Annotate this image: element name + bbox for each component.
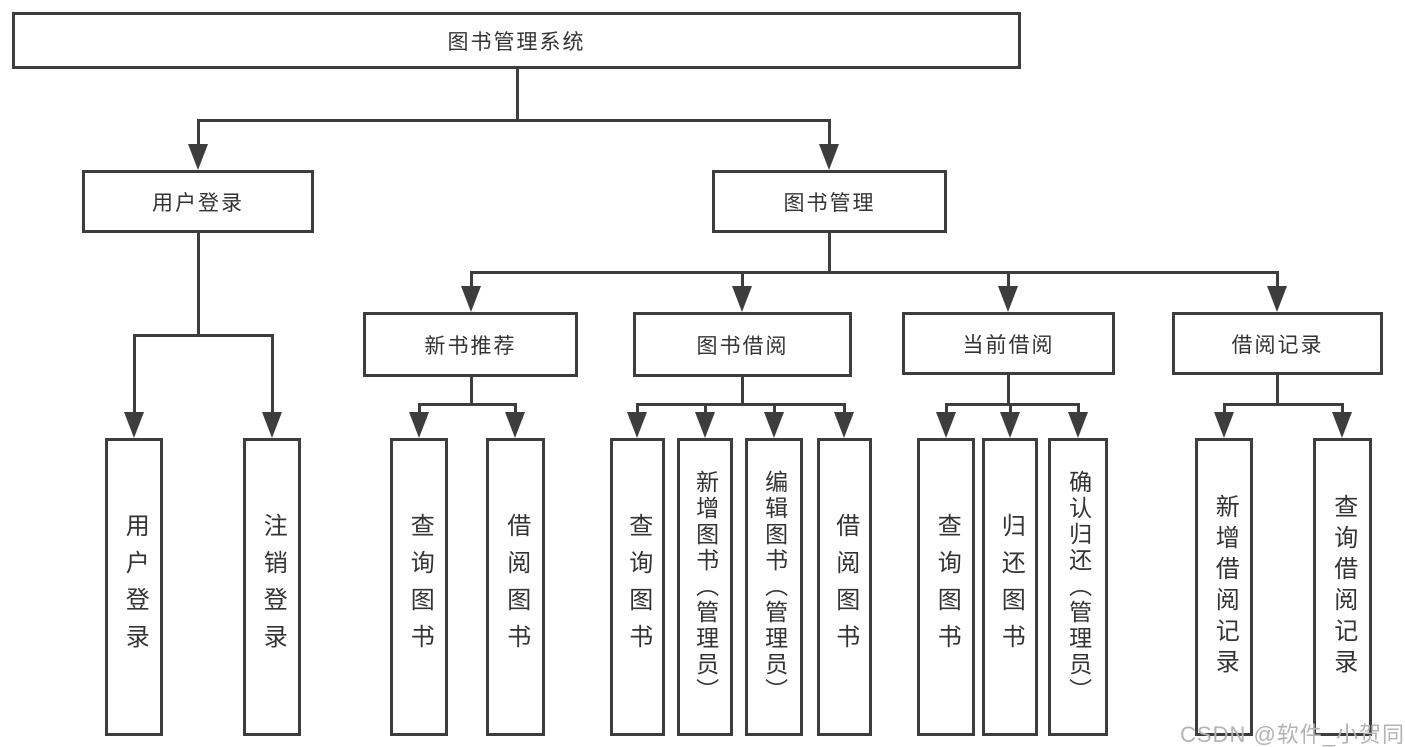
connector-login-stem xyxy=(197,232,200,336)
arrowhead-rec-query xyxy=(1332,412,1352,438)
connector-drop-borrowing xyxy=(741,271,744,288)
arrowhead-current xyxy=(998,286,1018,312)
connector-borrowing-branch xyxy=(636,403,845,406)
leaf-query-books-newrec: 查询图书 xyxy=(390,438,448,736)
connector-drop-bb-borrow xyxy=(843,403,846,414)
leaf-label: 用户登录 xyxy=(121,513,149,661)
leaf-add-books-admin: 新增图书（管理员） xyxy=(677,438,733,736)
arrowhead-borrowing xyxy=(732,286,752,312)
connector-current-stem xyxy=(1007,375,1010,405)
arrowhead-leaf-logout xyxy=(262,412,282,438)
leaf-label: 查询图书 xyxy=(933,513,961,661)
arrowhead-records xyxy=(1267,286,1287,312)
node-root-library-system: 图书管理系统 xyxy=(12,12,1021,69)
leaf-user-login: 用户登录 xyxy=(105,438,163,736)
leaf-label: 新增借阅记录 xyxy=(1211,494,1239,680)
node-new-book-recommendation: 新书推荐 xyxy=(363,312,578,377)
leaf-confirm-return-admin: 确认归还（管理员） xyxy=(1048,438,1108,736)
leaf-label: 查询图书 xyxy=(406,513,434,661)
connector-borrowing-stem xyxy=(741,377,744,405)
leaf-query-books-borrow: 查询图书 xyxy=(610,438,665,736)
node-current-borrowing: 当前借阅 xyxy=(902,312,1115,375)
connector-root-stem xyxy=(516,68,519,122)
connector-newrec-branch xyxy=(418,403,516,406)
leaf-edit-books-admin: 编辑图书（管理员） xyxy=(745,438,803,736)
arrowhead-cur-confirm xyxy=(1068,412,1088,438)
connector-login-branch xyxy=(133,334,273,337)
connector-drop-leaf-logout xyxy=(271,334,274,414)
connector-drop-rec-query xyxy=(1341,403,1344,414)
arrowhead-cur-query xyxy=(936,412,956,438)
connector-drop-cur-return xyxy=(1009,403,1012,414)
node-borrowing-records: 借阅记录 xyxy=(1172,312,1383,375)
connector-records-branch xyxy=(1223,403,1343,406)
arrowhead-bb-edit xyxy=(764,412,784,438)
node-book-management: 图书管理 xyxy=(712,170,947,233)
arrowhead-bb-borrow xyxy=(834,412,854,438)
leaf-label: 编辑图书（管理员） xyxy=(761,470,788,704)
connector-drop-bb-add xyxy=(704,403,707,414)
leaf-add-borrow-record: 新增借阅记录 xyxy=(1195,438,1253,736)
leaf-label: 借阅图书 xyxy=(502,513,530,661)
connector-drop-records xyxy=(1276,271,1279,288)
leaf-label: 借阅图书 xyxy=(831,513,859,661)
connector-drop-cur-confirm xyxy=(1077,403,1080,414)
arrowhead-newrec xyxy=(461,286,481,312)
arrowhead-book-management xyxy=(819,144,839,170)
arrowhead-user-login xyxy=(188,144,208,170)
node-user-login: 用户登录 xyxy=(82,170,314,233)
arrowhead-bb-query xyxy=(627,412,647,438)
leaf-borrow-books-borrow: 借阅图书 xyxy=(817,438,872,736)
connector-mgmt-branch xyxy=(470,271,1278,274)
connector-drop-user-login xyxy=(197,119,200,147)
connector-drop-newrec xyxy=(470,271,473,288)
leaf-query-borrow-record: 查询借阅记录 xyxy=(1313,438,1372,736)
connector-drop-bb-query xyxy=(636,403,639,414)
leaf-label: 归还图书 xyxy=(997,513,1025,661)
leaf-borrow-books-newrec: 借阅图书 xyxy=(486,438,545,736)
connector-newrec-stem xyxy=(470,377,473,405)
arrowhead-leaf-login xyxy=(124,412,144,438)
connector-current-branch xyxy=(945,403,1079,406)
arrowhead-cur-return xyxy=(1000,412,1020,438)
connector-drop-bb-edit xyxy=(773,403,776,414)
connector-mgmt-stem xyxy=(828,233,831,273)
arrowhead-newrec-borrow xyxy=(505,412,525,438)
connector-drop-current xyxy=(1007,271,1010,288)
connector-records-stem xyxy=(1276,375,1279,405)
connector-drop-newrec-borrow xyxy=(514,403,517,414)
watermark: CSDN @软件_小贺同学 xyxy=(1180,722,1405,747)
connector-drop-book-management xyxy=(828,119,831,147)
leaf-label: 查询图书 xyxy=(624,513,652,661)
connector-drop-newrec-query xyxy=(418,403,421,414)
arrowhead-bb-add xyxy=(695,412,715,438)
leaf-return-books: 归还图书 xyxy=(982,438,1038,736)
connector-drop-rec-add xyxy=(1223,403,1226,414)
leaf-query-books-current: 查询图书 xyxy=(917,438,975,736)
leaf-label: 确认归还（管理员） xyxy=(1065,470,1092,704)
connector-drop-cur-query xyxy=(945,403,948,414)
arrowhead-newrec-query xyxy=(409,412,429,438)
connector-root-branch xyxy=(197,119,831,122)
leaf-label: 查询借阅记录 xyxy=(1329,494,1357,680)
arrowhead-rec-add xyxy=(1214,412,1234,438)
leaf-label: 新增图书（管理员） xyxy=(692,470,719,704)
connector-drop-leaf-login xyxy=(133,334,136,414)
leaf-label: 注销登录 xyxy=(259,513,287,661)
leaf-logout: 注销登录 xyxy=(243,438,301,736)
node-book-borrowing: 图书借阅 xyxy=(633,312,852,377)
